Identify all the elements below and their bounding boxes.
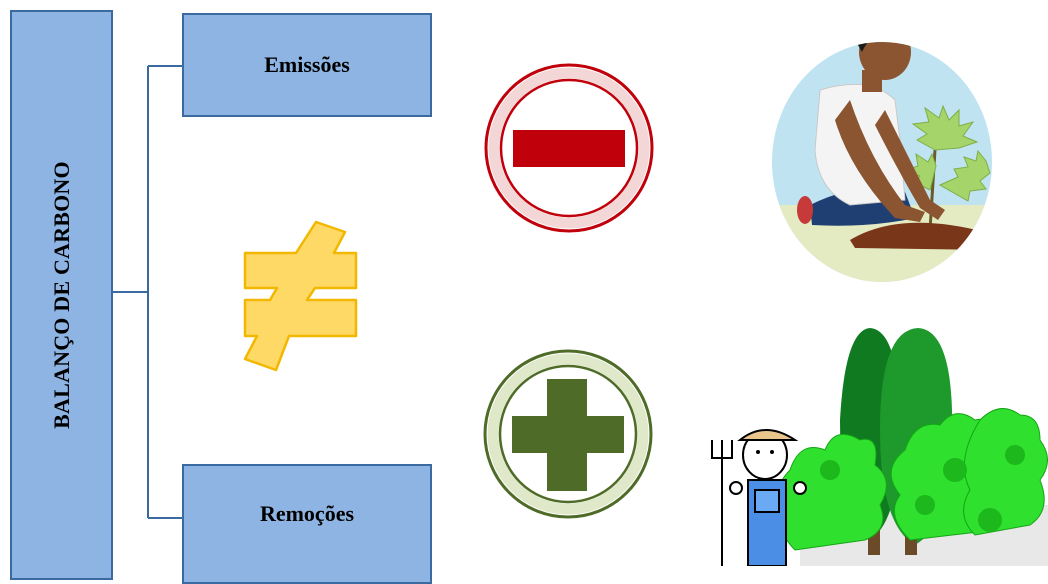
emissions-box: Emissões — [182, 13, 432, 117]
connector-lines — [113, 65, 182, 519]
emissions-label: Emissões — [264, 52, 350, 77]
carbon-balance-title: BALANÇO DE CARBONO — [48, 161, 74, 429]
removals-label: Remoções — [259, 501, 355, 526]
carbon-balance-box: BALANÇO DE CARBONO — [10, 10, 113, 580]
removals-box: Remoções — [182, 464, 432, 584]
